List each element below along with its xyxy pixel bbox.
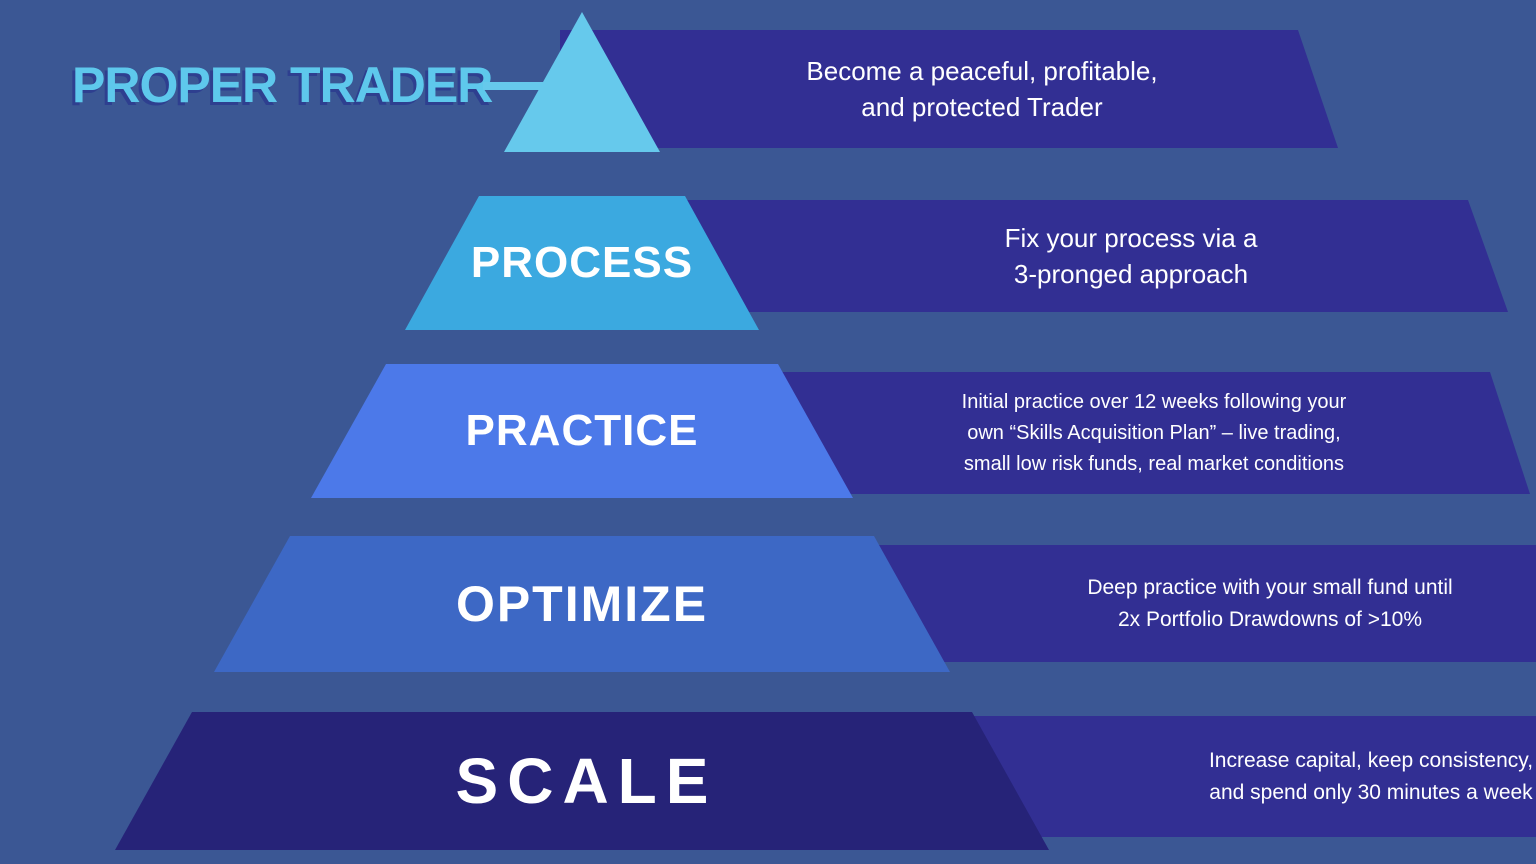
title-connector-line <box>483 82 561 90</box>
banner-peak-text-line: and protected Trader <box>861 92 1103 122</box>
banner-peak: Become a peaceful, profitable, and prote… <box>560 30 1338 148</box>
pyramid-level-scale-label: SCALE <box>455 745 718 817</box>
pyramid-level-optimize: OPTIMIZE <box>214 536 950 672</box>
pyramid-level-process-label: PROCESS <box>470 238 694 287</box>
banner-practice-text-line: small low risk funds, real market condit… <box>963 452 1345 475</box>
banner-process-text-line: 3-pronged approach <box>1013 259 1249 289</box>
banner-process-text-line: Fix your process via a <box>1004 222 1258 253</box>
banner-optimize-text-line: 2x Portfolio Drawdowns of >10% <box>1117 607 1423 631</box>
pyramid-level-optimize-label: OPTIMIZE <box>455 576 709 632</box>
banner-practice-text-line: own “Skills Acquisition Plan” – live tra… <box>967 421 1341 444</box>
banner-scale-text-line: Increase capital, keep consistency, <box>1208 749 1534 772</box>
pyramid-level-scale: SCALE <box>115 712 1049 850</box>
banner-peak-text-line: Become a peaceful, profitable, <box>806 55 1158 86</box>
pyramid-level-practice-label: PRACTICE <box>465 406 699 455</box>
pyramid-level-practice: PRACTICE <box>311 364 853 498</box>
page-title: PROPER TRADER <box>72 57 493 113</box>
banner-practice-text-line: Initial practice over 12 weeks following… <box>961 390 1347 413</box>
banner-scale-text-line: and spend only 30 minutes a week <box>1209 780 1533 804</box>
banner-optimize-text-line: Deep practice with your small fund until <box>1087 576 1453 599</box>
